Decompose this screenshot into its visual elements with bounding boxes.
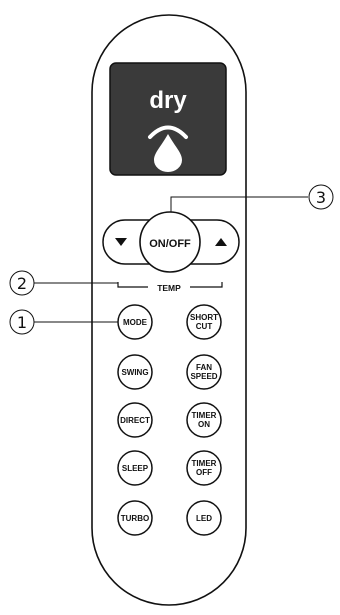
timer-off-button[interactable]: TIMER OFF (186, 450, 222, 486)
short-cut-label-1: SHORT (190, 313, 218, 322)
callout-1-number: 1 (17, 313, 27, 332)
sleep-label: SLEEP (122, 464, 149, 473)
callout-1: 1 (9, 309, 118, 335)
temp-bracket (117, 282, 223, 288)
swing-label: SWING (121, 368, 148, 377)
lcd-display (109, 62, 227, 176)
callout-3-number: 3 (316, 188, 326, 207)
timer-on-label-2: ON (198, 420, 210, 429)
fan-speed-label-2: SPEED (190, 372, 217, 381)
timer-on-button[interactable]: TIMER ON (186, 402, 222, 438)
short-cut-label-2: CUT (196, 322, 213, 331)
direct-button[interactable]: DIRECT (117, 402, 153, 438)
callout-3: 3 (170, 184, 334, 212)
display-mode-text: dry (149, 87, 187, 114)
swing-button[interactable]: SWING (117, 354, 153, 390)
on-off-label: ON/OFF (149, 238, 191, 250)
sleep-button[interactable]: SLEEP (117, 450, 153, 486)
callout-2-number: 2 (17, 274, 27, 293)
triangle-down-icon (115, 238, 127, 246)
callout-2: 2 (9, 270, 118, 296)
fan-speed-button[interactable]: FAN SPEED (186, 354, 222, 390)
temp-caption: TEMP (157, 283, 181, 293)
turbo-button[interactable]: TURBO (117, 500, 153, 536)
timer-off-label-2: OFF (196, 468, 212, 477)
on-off-button[interactable]: ON/OFF (139, 211, 201, 273)
triangle-up-icon (215, 238, 227, 246)
led-button[interactable]: LED (186, 500, 222, 536)
mode-label: MODE (123, 318, 148, 327)
timer-on-label-1: TIMER (192, 411, 217, 420)
mode-button[interactable]: MODE (117, 304, 153, 340)
temp-up-button[interactable] (200, 220, 239, 264)
led-label: LED (196, 514, 212, 523)
turbo-label: TURBO (121, 514, 149, 523)
timer-off-label-1: TIMER (192, 459, 217, 468)
fan-speed-label-1: FAN (196, 363, 212, 372)
direct-label: DIRECT (120, 416, 150, 425)
short-cut-button[interactable]: SHORT CUT (186, 304, 222, 340)
water-drop-icon (148, 125, 188, 172)
temp-down-button[interactable] (103, 220, 141, 264)
